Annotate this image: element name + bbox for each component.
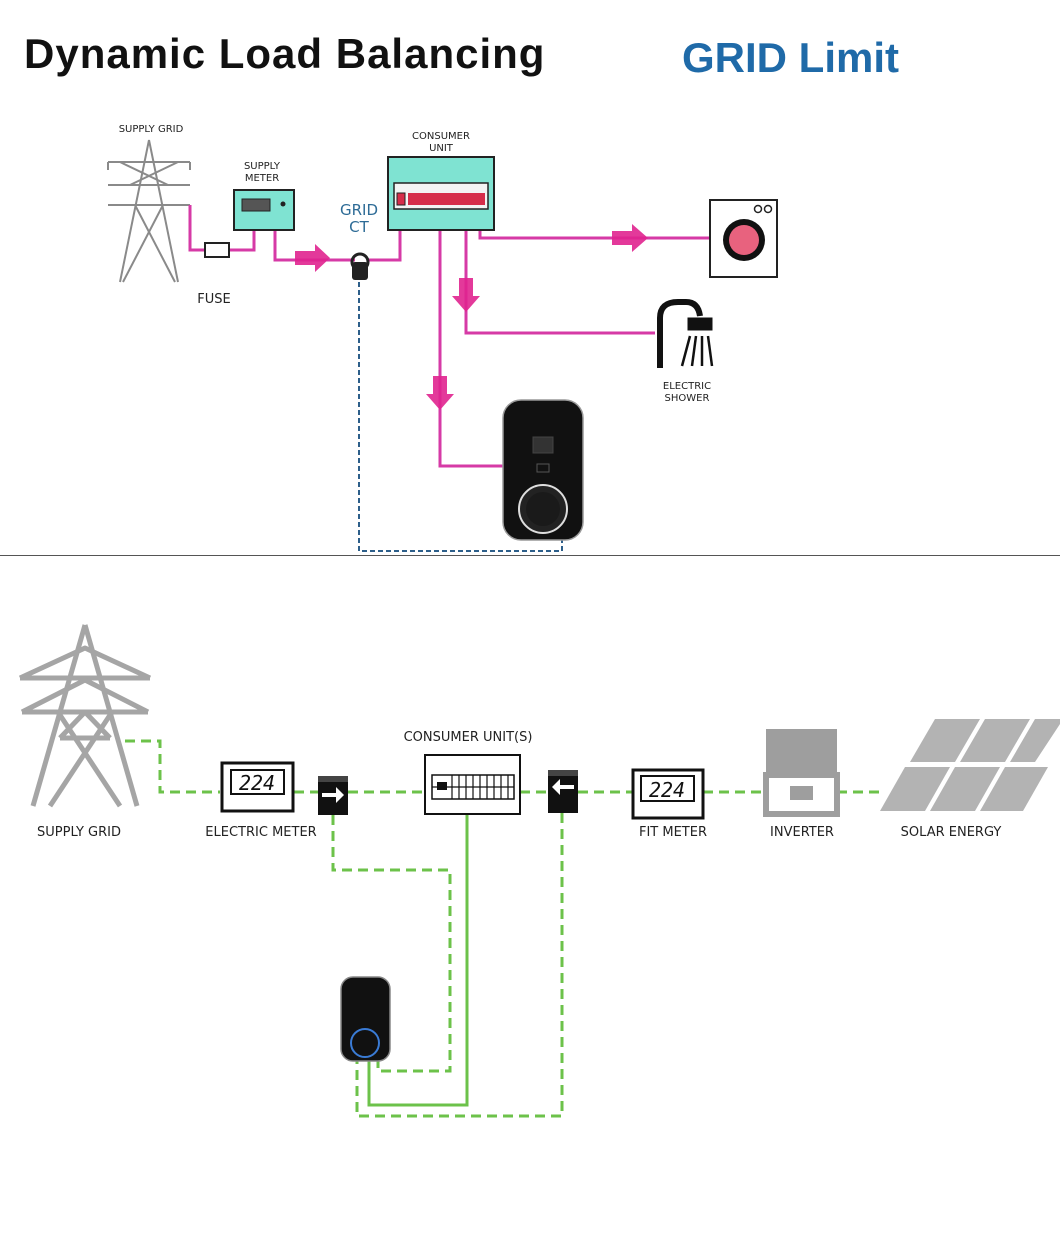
- electric-shower-label-line2: SHOWER: [664, 392, 710, 404]
- fuse-label: FUSE: [197, 292, 231, 307]
- consumer-unit-icon: [387, 156, 495, 231]
- inverter-label: INVERTER: [770, 825, 834, 840]
- consumer-unit-feed: [367, 814, 469, 1107]
- grid-ct-label-line1: GRID: [339, 201, 379, 219]
- fit-meter-display: 224: [649, 778, 685, 802]
- bottom-supply-grid-label: SUPPLY GRID: [37, 825, 121, 840]
- flow-arrows: [295, 224, 648, 410]
- section-divider: [0, 555, 1060, 556]
- power-lines: [188, 205, 710, 468]
- fit-meter-icon: [631, 768, 705, 820]
- washing-machine-icon: [709, 199, 778, 278]
- consumer-unit-label-line2: UNIT: [429, 142, 453, 154]
- grid-ct-label: GRID CT: [339, 201, 379, 237]
- solar-panel-icon: [880, 719, 1060, 811]
- electric-meter-icon: [220, 761, 295, 813]
- supply-meter-label: SUPPLY METER: [244, 161, 280, 184]
- electric-shower-label-line1: ELECTRIC: [662, 381, 712, 392]
- pylon-icon: [18, 624, 152, 808]
- ev-charger-icon: [502, 399, 584, 541]
- electric-meter-label: ELECTRIC METER: [205, 825, 317, 840]
- grid-ct-label-line2: CT: [349, 218, 369, 237]
- supply-meter-label-line2: METER: [244, 172, 280, 184]
- solar-energy-label: SOLAR ENERGY: [900, 825, 1002, 840]
- ct-signal-link: [358, 282, 563, 552]
- consumer-units-label: CONSUMER UNIT(S): [403, 730, 533, 745]
- consumer-unit-label: CONSUMER UNIT: [412, 131, 470, 154]
- electric-meter-display: 224: [239, 771, 275, 795]
- page-title: Dynamic Load Balancing: [24, 30, 546, 77]
- fuse-icon: [204, 242, 230, 258]
- supply-meter-icon: [233, 189, 295, 231]
- supply-grid-label: SUPPLY GRID: [118, 124, 184, 135]
- shower-icon: [657, 299, 714, 368]
- supply-meter-label-line1: SUPPLY: [243, 161, 281, 172]
- grid-limit-title: GRID Limit: [682, 34, 899, 81]
- ct-clamp-icon: [350, 252, 370, 280]
- fit-meter-label: FIT METER: [638, 825, 708, 840]
- bottom-links: [125, 739, 880, 1118]
- pylon-icon: [107, 139, 191, 283]
- ct-clamp-icon: [318, 776, 348, 815]
- inverter-icon: [763, 729, 840, 817]
- ct-clamp-icon: [548, 770, 578, 813]
- consumer-unit-label-line1: CONSUMER: [412, 131, 470, 142]
- consumer-unit-icon: [424, 754, 521, 815]
- ev-charger-icon: [340, 976, 391, 1062]
- electric-shower-label: ELECTRIC SHOWER: [663, 381, 711, 404]
